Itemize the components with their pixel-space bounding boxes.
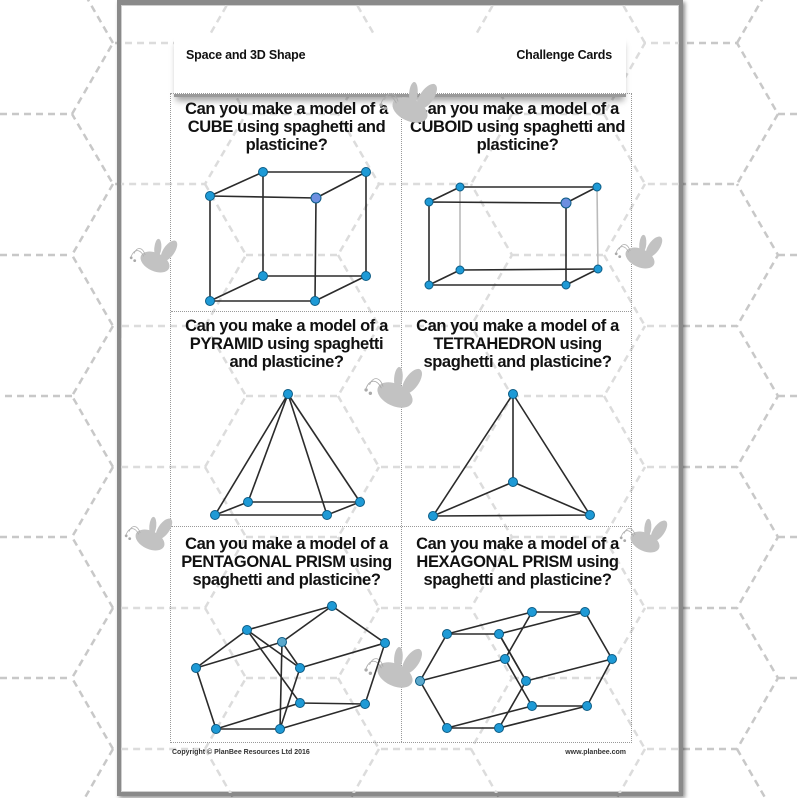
- tetrahedron-diagram: [431, 393, 592, 517]
- worksheet-type: Challenge Cards: [516, 48, 612, 62]
- card-row-divider: [171, 526, 631, 527]
- challenge-card-hexagonal-prism: Can you make a model of a HEXAGONAL PRIS…: [402, 526, 633, 744]
- website-link: www.planbee.com: [565, 749, 626, 756]
- challenge-card-grid: Can you make a model of a CUBE using spa…: [170, 93, 632, 743]
- card-question: Can you make a model of a HEXAGONAL PRIS…: [402, 535, 633, 589]
- card-question: Can you make a model of a PYRAMID using …: [171, 317, 402, 371]
- vertex-dots: [191, 167, 617, 734]
- challenge-card-pentagonal-prism: Can you make a model of a PENTAGONAL PRI…: [171, 526, 402, 744]
- question-line: spaghetti and plasticine?: [192, 571, 381, 589]
- question-line: PENTAGONAL PRISM using: [181, 553, 392, 571]
- question-line: Can you make a model of a: [185, 317, 388, 335]
- page-watermark-pattern: [121, 5, 679, 793]
- question-line: HEXAGONAL PRISM using: [416, 553, 619, 571]
- question-line: Can you make a model of a: [416, 100, 619, 118]
- pentagonal-prism-diagram: [195, 605, 386, 730]
- header-banner: [174, 36, 626, 97]
- question-line: spaghetti and plasticine?: [423, 353, 612, 371]
- copyright-notice: Copyright © PlanBee Resources Ltd 2016: [172, 749, 310, 756]
- worksheet-topic: Space and 3D Shape: [186, 48, 306, 62]
- question-line: Can you make a model of a: [185, 535, 388, 553]
- card-question: Can you make a model of a PENTAGONAL PRI…: [171, 535, 402, 589]
- card-column-divider: [401, 94, 402, 742]
- challenge-card-cuboid: Can you make a model of a CUBOID using s…: [402, 94, 633, 311]
- pyramid-diagram: [214, 393, 361, 516]
- cuboid-diagram: [428, 186, 599, 286]
- question-line: Can you make a model of a: [185, 100, 388, 118]
- question-line: PYRAMID using spaghetti: [189, 335, 384, 353]
- card-question: Can you make a model of a TETRAHEDRON us…: [402, 317, 633, 371]
- question-line: Can you make a model of a: [416, 535, 619, 553]
- question-line: CUBE using spaghetti and: [187, 118, 386, 136]
- challenge-card-pyramid: Can you make a model of a PYRAMID using …: [171, 311, 402, 526]
- question-line: plasticine?: [476, 136, 559, 154]
- question-line: Can you make a model of a: [416, 317, 619, 335]
- card-question: Can you make a model of a CUBOID using s…: [402, 100, 633, 154]
- question-line: CUBOID using spaghetti and: [409, 118, 626, 136]
- challenge-card-cube: Can you make a model of a CUBE using spa…: [171, 94, 402, 311]
- card-row-divider: [171, 311, 631, 312]
- question-line: TETRAHEDRON using: [433, 335, 602, 353]
- question-line: and plasticine?: [229, 353, 344, 371]
- cube-diagram: [209, 171, 367, 302]
- challenge-card-tetrahedron: Can you make a model of a TETRAHEDRON us…: [402, 311, 633, 526]
- card-question: Can you make a model of a CUBE using spa…: [171, 100, 402, 154]
- question-line: plasticine?: [245, 136, 328, 154]
- question-line: spaghetti and plasticine?: [423, 571, 612, 589]
